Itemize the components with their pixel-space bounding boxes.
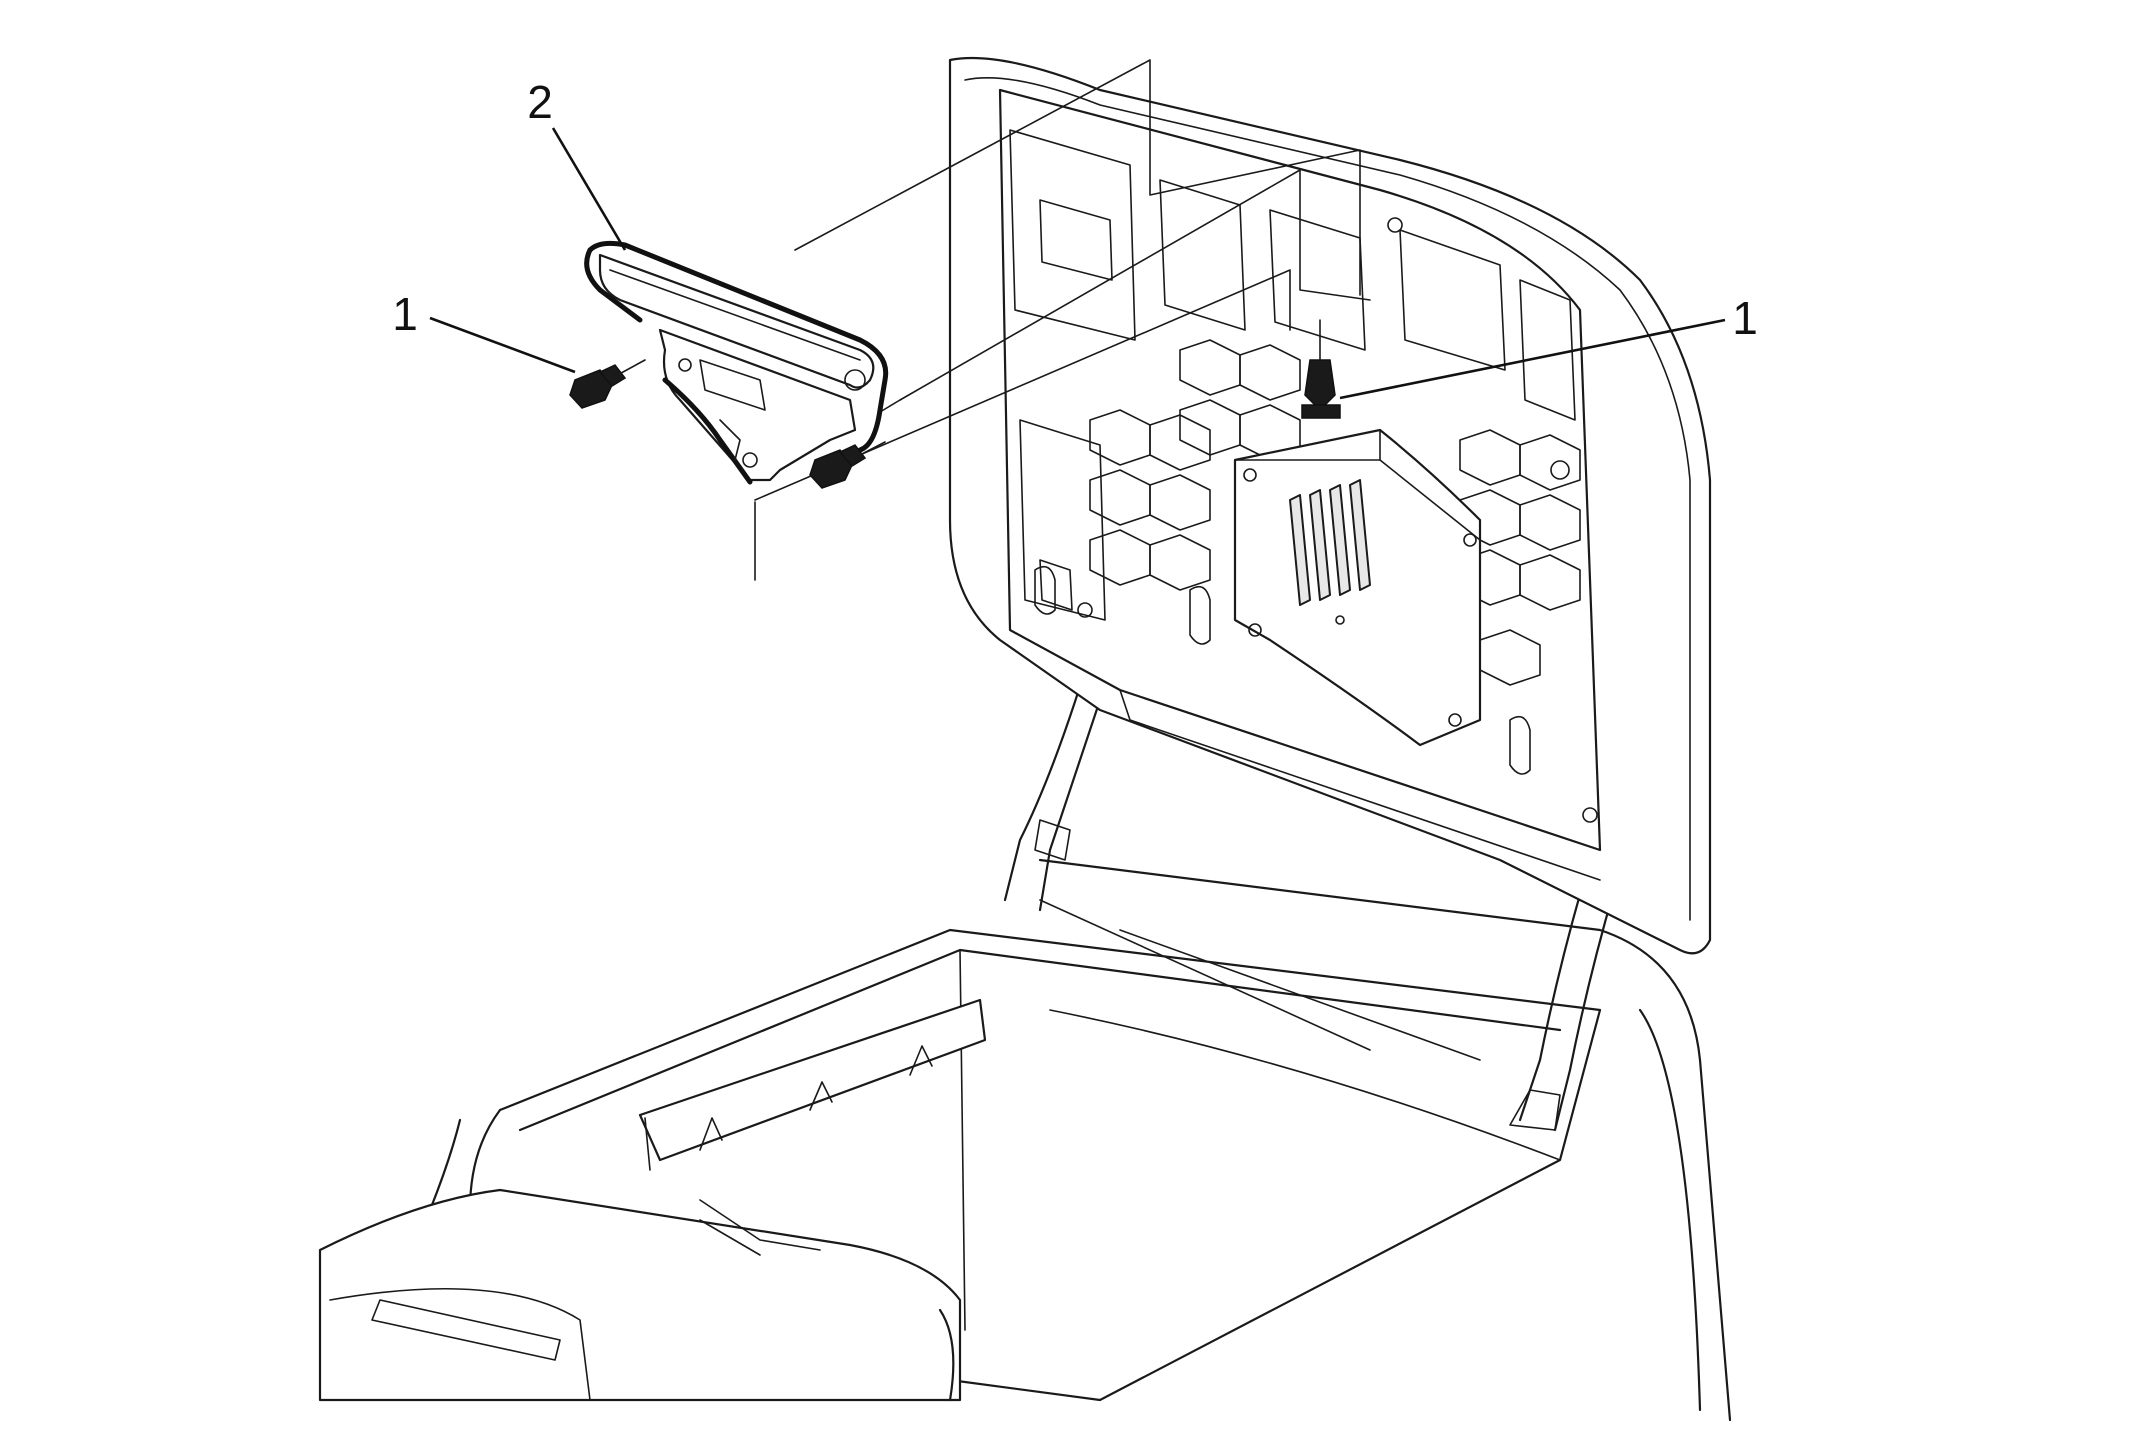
- callout-2: 2: [527, 76, 627, 251]
- screw-center: [809, 441, 886, 489]
- heat-sink: [1289, 479, 1371, 606]
- latch-assembly: [584, 240, 889, 485]
- callout-1-left-label: 1: [392, 288, 418, 340]
- callout-2-label: 2: [527, 76, 553, 128]
- screw-left: [569, 359, 646, 409]
- callout-1-left: 1: [392, 288, 576, 374]
- console-base: [318, 858, 1732, 1422]
- exploded-view-frames: [754, 59, 1371, 581]
- callout-1-right-label: 1: [1732, 292, 1758, 344]
- screw-right: [1301, 319, 1341, 419]
- lid-module: [1233, 428, 1482, 747]
- callout-1-right: 1: [1339, 292, 1758, 400]
